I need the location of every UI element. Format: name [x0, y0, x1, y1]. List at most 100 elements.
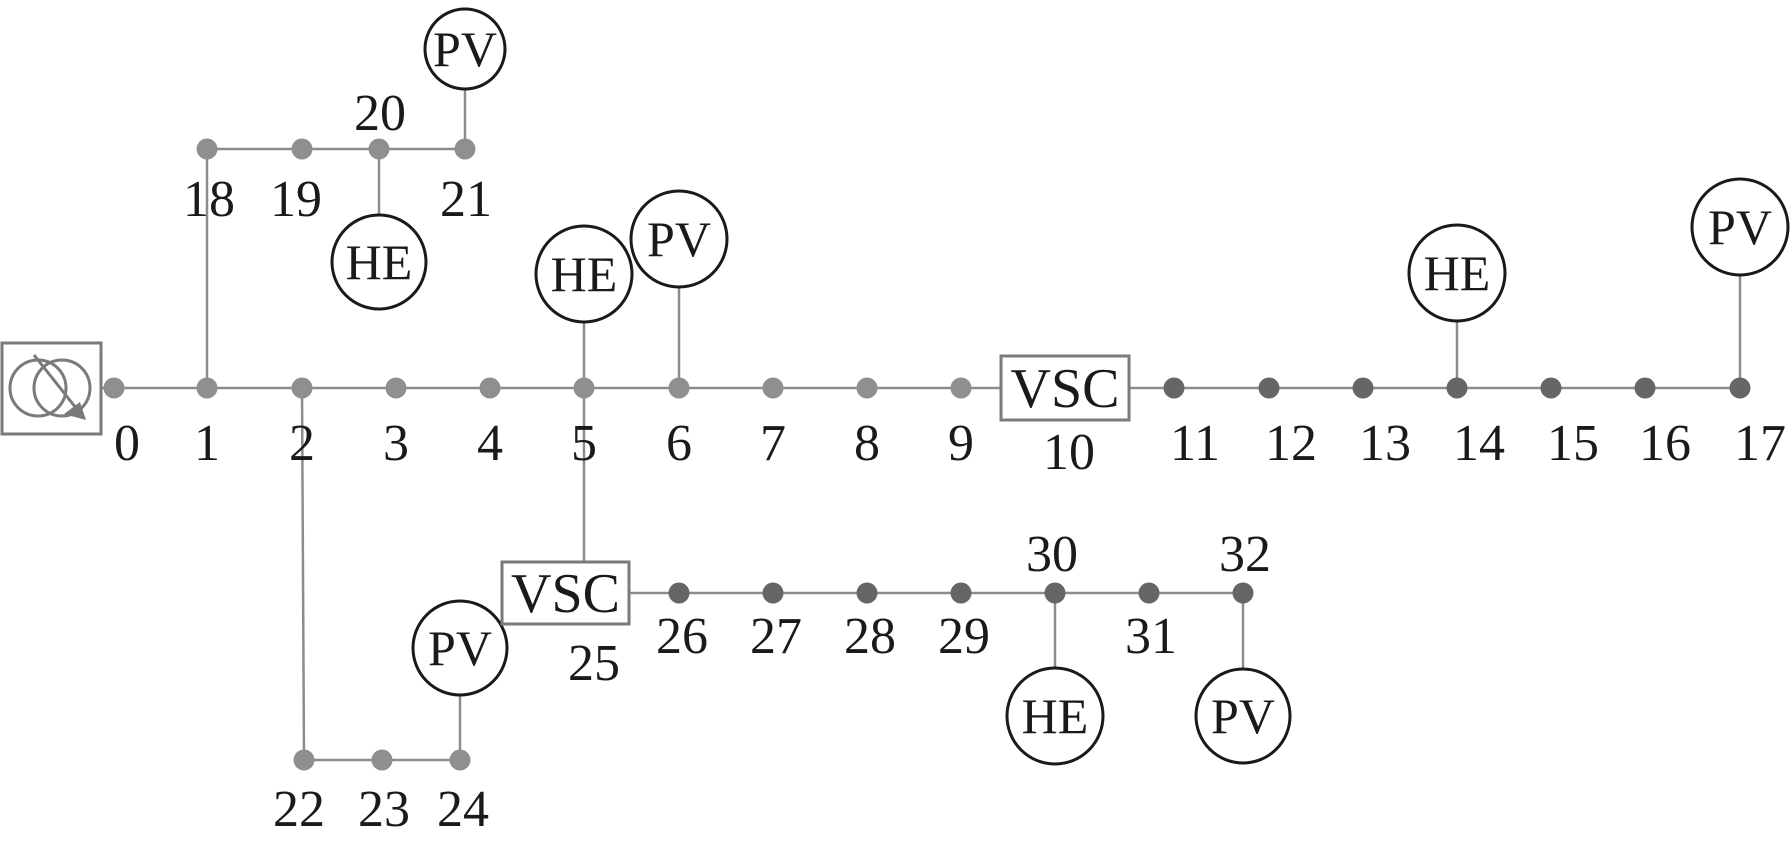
bus-label-31: 31	[1125, 608, 1177, 665]
bus-label-14: 14	[1453, 415, 1505, 472]
he-device-bus-5: HE	[534, 224, 634, 324]
bus-label-19: 19	[270, 171, 322, 228]
pv-circle	[423, 7, 507, 91]
bus-label-17: 17	[1734, 415, 1786, 472]
pv-circle	[411, 599, 509, 697]
bus-label-27: 27	[750, 608, 802, 665]
transformer-arrow-shaft	[32, 354, 82, 414]
bus-node-22	[293, 749, 315, 771]
bus-label-29: 29	[938, 608, 990, 665]
bus-node-2	[291, 377, 313, 399]
bus-node-26	[668, 582, 690, 604]
bus-node-21	[454, 138, 476, 160]
bus-node-28	[856, 582, 878, 604]
bus-label-10: 10	[1043, 424, 1095, 481]
bus-label-20: 20	[354, 85, 406, 142]
bus-node-19	[291, 138, 313, 160]
pv-device-bus-21: PV	[423, 7, 507, 91]
bus-node-0	[103, 377, 125, 399]
bus-node-12	[1258, 377, 1280, 399]
bus-label-26: 26	[656, 608, 708, 665]
pv-circle	[629, 189, 729, 289]
vsc-box	[999, 354, 1131, 422]
device-label: PV	[428, 620, 492, 676]
bus-label-32: 32	[1219, 526, 1271, 583]
bus-node-3	[385, 377, 407, 399]
bus-label-21: 21	[440, 171, 492, 228]
device-label: HE	[1022, 688, 1089, 744]
bus-node-4	[479, 377, 501, 399]
he-device-bus-30: HE	[1005, 666, 1105, 766]
bus-label-6: 6	[666, 415, 692, 472]
bus-node-6	[668, 377, 690, 399]
bus-label-23: 23	[358, 781, 410, 838]
vsc-label: VSC	[511, 563, 620, 625]
bus-label-1: 1	[194, 415, 220, 472]
vsc-box	[500, 560, 631, 626]
bus-label-3: 3	[383, 415, 409, 472]
bus-label-7: 7	[760, 415, 786, 472]
bus-node-8	[856, 377, 878, 399]
pv-device-bus-17: PV	[1690, 177, 1790, 277]
bus-label-18: 18	[183, 171, 235, 228]
pv-device-bus-24: PV	[411, 599, 509, 697]
source-box	[0, 341, 103, 436]
bus-label-11: 11	[1170, 415, 1220, 472]
device-label: HE	[346, 234, 413, 290]
he-device-bus-14: HE	[1407, 223, 1507, 323]
bus-node-20	[368, 138, 390, 160]
pv-circle	[1194, 667, 1292, 765]
transformer-icon	[0, 341, 103, 436]
bus-label-9: 9	[948, 415, 974, 472]
branch-22-24-line	[300, 387, 460, 762]
bus-node-9	[950, 377, 972, 399]
bus-node-18	[196, 138, 218, 160]
bus-label-30: 30	[1026, 526, 1078, 583]
vsc-label: VSC	[1011, 358, 1120, 420]
bus-label-12: 12	[1265, 415, 1317, 472]
bus-node-5	[573, 377, 595, 399]
bus-label-15: 15	[1547, 415, 1599, 472]
bus-node-31	[1138, 582, 1160, 604]
bus-node-27	[762, 582, 784, 604]
transformer-winding-right	[32, 358, 92, 418]
bus-node-24	[449, 749, 471, 771]
device-label: PV	[647, 211, 711, 267]
bus-node-7	[762, 377, 784, 399]
bus-label-22: 22	[273, 781, 325, 838]
transformer-arrow-head	[64, 402, 86, 420]
bus-label-25: 25	[568, 635, 620, 692]
bus-node-13	[1352, 377, 1374, 399]
device-label: PV	[1708, 199, 1772, 255]
device-label: HE	[551, 246, 618, 302]
pv-device-bus-6: PV	[629, 189, 729, 289]
bus-node-16	[1634, 377, 1656, 399]
bus-label-8: 8	[854, 415, 880, 472]
bus-node-1	[196, 377, 218, 399]
vsc-converter-bus-25: VSC	[500, 560, 631, 626]
bus-node-32	[1232, 582, 1254, 604]
pv-circle	[1690, 177, 1790, 277]
he-device-bus-20: HE	[330, 213, 428, 311]
converters: VSC VSC	[500, 354, 1131, 626]
bus-node-14	[1446, 377, 1468, 399]
bus-label-16: 16	[1639, 415, 1691, 472]
device-label: PV	[433, 21, 497, 77]
bus-nodes	[103, 138, 1751, 771]
bus-node-11	[1163, 377, 1185, 399]
bus-label-13: 13	[1359, 415, 1411, 472]
bus-label-0: 0	[114, 415, 140, 472]
bus-label-28: 28	[844, 608, 896, 665]
bus-node-23	[371, 749, 393, 771]
bus-node-15	[1540, 377, 1562, 399]
bus-label-24: 24	[437, 781, 489, 838]
bus-label-4: 4	[477, 415, 503, 472]
bus-label-5: 5	[571, 415, 597, 472]
bus-node-29	[950, 582, 972, 604]
grid-source	[0, 341, 103, 436]
bus-label-2: 2	[289, 415, 315, 472]
vsc-converter-bus-10: VSC	[999, 354, 1131, 422]
